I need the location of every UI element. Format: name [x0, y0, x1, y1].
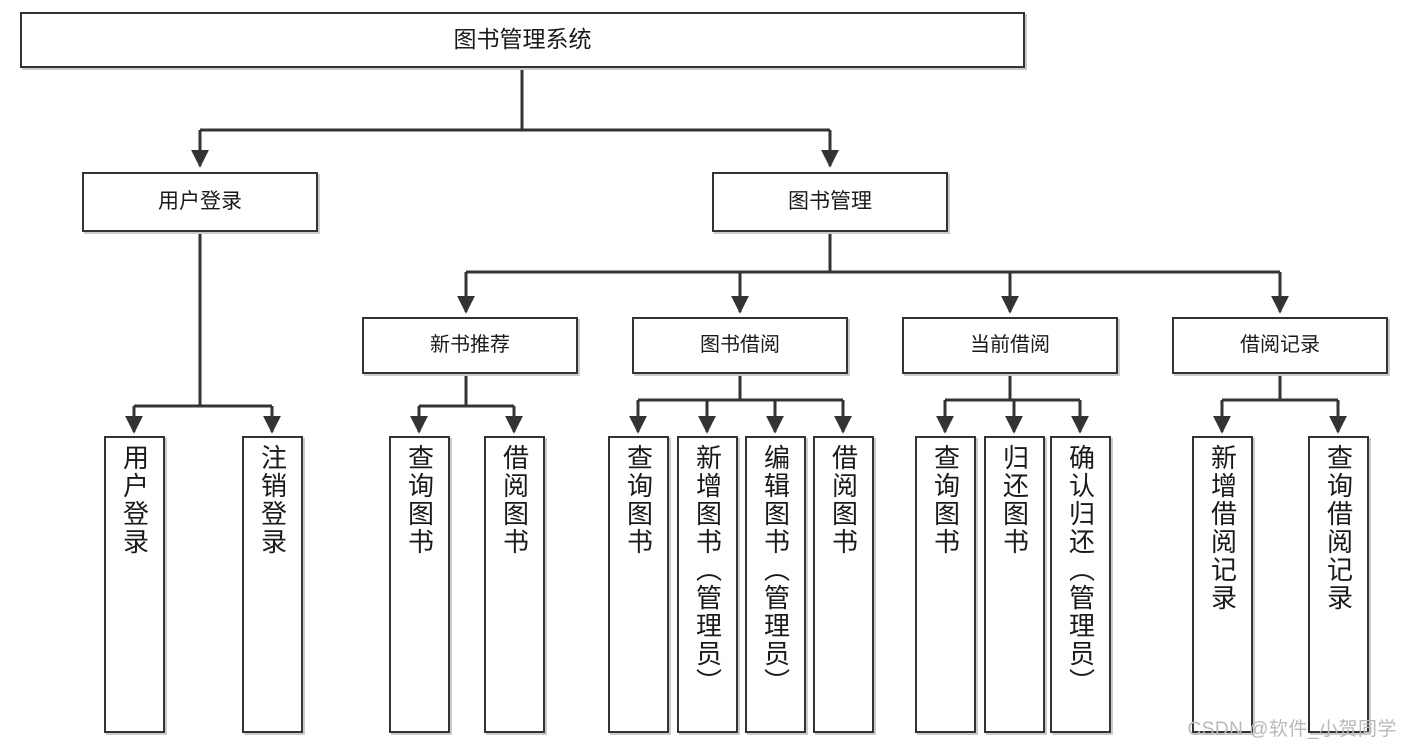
watermark-text: CSDN @软件_小贺同学 [1187, 719, 1397, 740]
node-leaf-borrow-book-1-label: 借阅图书 [499, 444, 530, 556]
node-leaf-query-book-3-label: 查询图书 [930, 444, 961, 556]
node-user-login-label: 用户登录 [158, 190, 242, 214]
node-leaf-query-book-2[interactable]: 查询图书 [608, 436, 669, 733]
node-leaf-add-book-label: 新增图书（管理员） [692, 444, 723, 696]
node-new-book-rec-label: 新书推荐 [430, 334, 510, 357]
node-current-borrow-label: 当前借阅 [970, 334, 1050, 357]
node-root-label: 图书管理系统 [453, 26, 592, 53]
node-borrow-record[interactable]: 借阅记录 [1172, 317, 1388, 374]
node-leaf-borrow-book-2[interactable]: 借阅图书 [813, 436, 874, 733]
node-leaf-confirm-return-label: 确认归还（管理员） [1065, 444, 1096, 696]
node-borrow-record-label: 借阅记录 [1240, 334, 1320, 357]
node-leaf-borrow-book-2-label: 借阅图书 [828, 444, 859, 556]
node-leaf-confirm-return[interactable]: 确认归还（管理员） [1050, 436, 1111, 733]
node-leaf-add-book[interactable]: 新增图书（管理员） [677, 436, 738, 733]
node-leaf-query-record-label: 查询借阅记录 [1323, 444, 1354, 612]
node-book-manage-label: 图书管理 [788, 190, 872, 214]
node-leaf-query-book-1-label: 查询图书 [404, 444, 435, 556]
node-leaf-logout[interactable]: 注销登录 [242, 436, 303, 733]
node-leaf-query-book-2-label: 查询图书 [623, 444, 654, 556]
node-leaf-query-record[interactable]: 查询借阅记录 [1308, 436, 1369, 733]
node-leaf-user-login[interactable]: 用户登录 [104, 436, 165, 733]
node-leaf-query-book-1[interactable]: 查询图书 [389, 436, 450, 733]
node-leaf-query-book-3[interactable]: 查询图书 [915, 436, 976, 733]
node-book-borrow-label: 图书借阅 [700, 334, 780, 357]
node-leaf-user-login-label: 用户登录 [119, 444, 150, 556]
node-book-borrow[interactable]: 图书借阅 [632, 317, 848, 374]
node-user-login[interactable]: 用户登录 [82, 172, 318, 232]
node-current-borrow[interactable]: 当前借阅 [902, 317, 1118, 374]
node-leaf-return-book[interactable]: 归还图书 [984, 436, 1045, 733]
node-book-manage[interactable]: 图书管理 [712, 172, 948, 232]
node-leaf-borrow-book-1[interactable]: 借阅图书 [484, 436, 545, 733]
node-leaf-return-book-label: 归还图书 [999, 444, 1030, 556]
node-leaf-edit-book[interactable]: 编辑图书（管理员） [745, 436, 806, 733]
node-leaf-edit-book-label: 编辑图书（管理员） [760, 444, 791, 696]
node-leaf-add-record[interactable]: 新增借阅记录 [1192, 436, 1253, 733]
node-leaf-logout-label: 注销登录 [257, 444, 288, 556]
node-leaf-add-record-label: 新增借阅记录 [1207, 444, 1238, 612]
node-new-book-rec[interactable]: 新书推荐 [362, 317, 578, 374]
node-root[interactable]: 图书管理系统 [20, 12, 1025, 68]
